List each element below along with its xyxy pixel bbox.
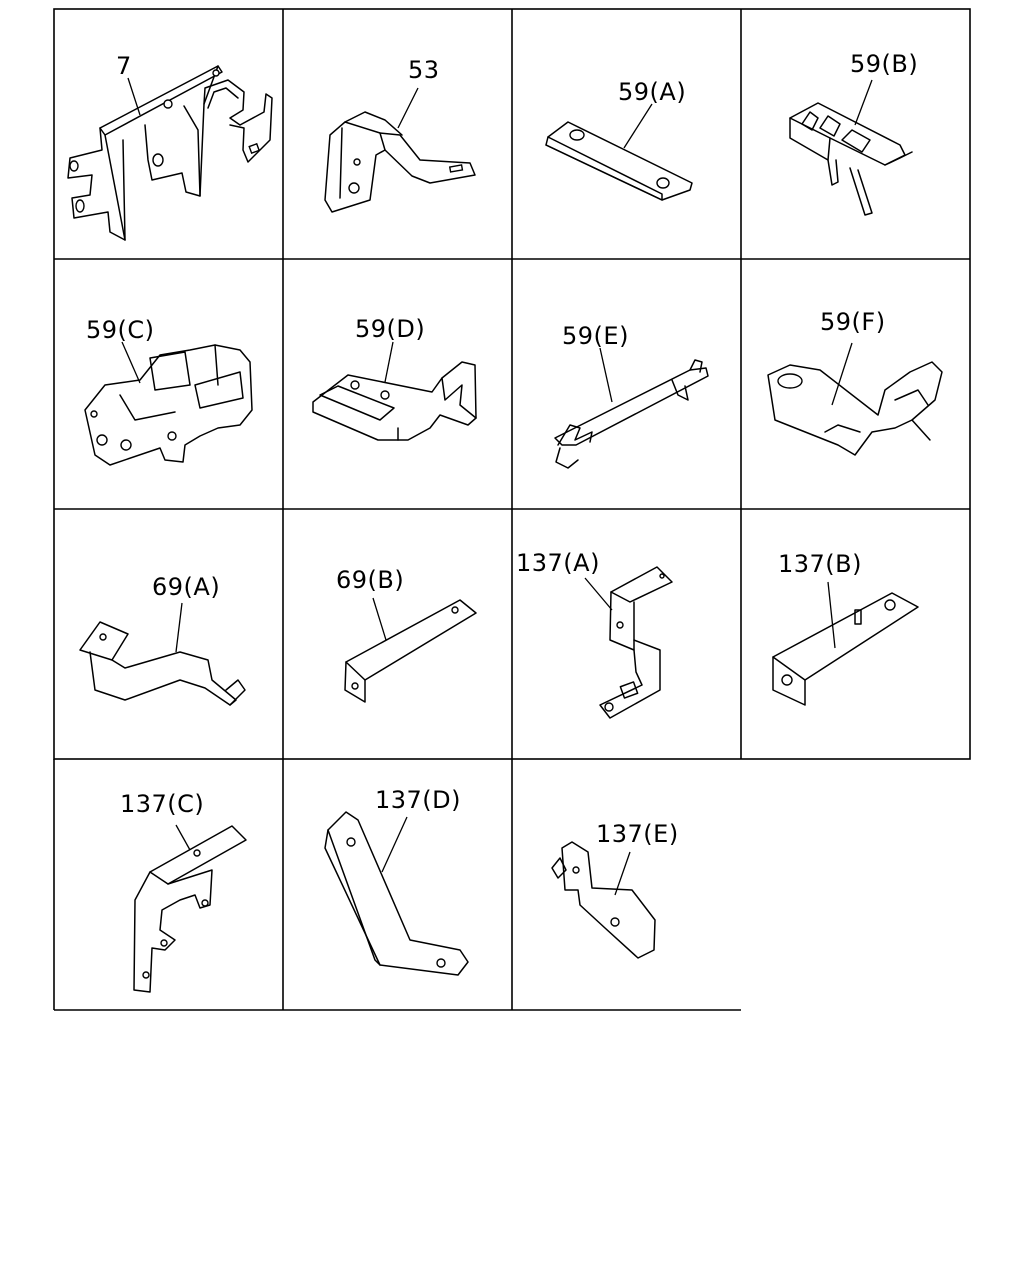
part-137c[interactable]: 137(C) [120,790,247,993]
label-59f: 59(F) [820,308,886,336]
label-137e: 137(E) [596,820,679,848]
part-59c[interactable]: 59(C) [84,316,253,466]
label-59d: 59(D) [355,315,425,343]
label-69b: 69(B) [336,566,404,594]
label-59b: 59(B) [850,50,918,78]
label-7: 7 [116,52,132,80]
part-69a[interactable]: 69(A) [79,573,246,706]
part-137b[interactable]: 137(B) [772,550,919,706]
part-137e[interactable]: 137(E) [551,820,679,959]
part-69b[interactable]: 69(B) [336,566,477,703]
part-7[interactable]: 7 [67,52,273,241]
label-137c: 137(C) [120,790,204,818]
label-137b: 137(B) [778,550,862,578]
label-59a: 59(A) [618,78,686,106]
part-59b[interactable]: 59(B) [789,50,918,216]
grid-lines [53,8,971,1011]
part-137a[interactable]: 137(A) [516,549,673,719]
label-137a: 137(A) [516,549,600,577]
label-59e: 59(E) [562,322,629,350]
label-53: 53 [408,56,440,84]
part-59e[interactable]: 59(E) [554,322,709,469]
part-59f[interactable]: 59(F) [767,308,943,456]
label-69a: 69(A) [152,573,220,601]
label-137d: 137(D) [375,786,461,814]
label-59c: 59(C) [86,316,155,344]
part-59a[interactable]: 59(A) [545,78,693,201]
part-53[interactable]: 53 [324,56,476,213]
part-59d[interactable]: 59(D) [312,315,477,441]
part-137d[interactable]: 137(D) [324,786,469,976]
